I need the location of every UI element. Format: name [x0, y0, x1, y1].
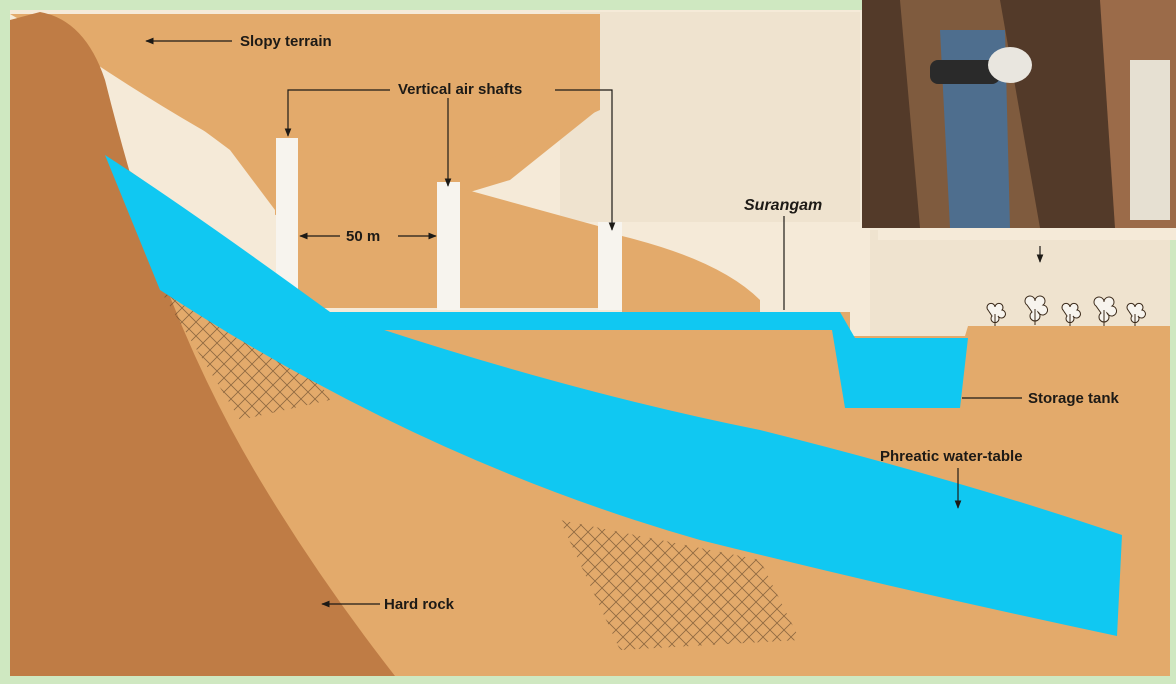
label-surangam: Surangam	[744, 197, 822, 214]
label-spacing: 50 m	[346, 228, 380, 245]
air-shaft-3	[598, 222, 622, 310]
tank-ground	[968, 326, 1170, 336]
label-hard-rock: Hard rock	[384, 596, 455, 613]
label-storage-tank: Storage tank	[1028, 390, 1120, 407]
label-vertical-air-shafts: Vertical air shafts	[398, 81, 522, 98]
inset-photo	[862, 0, 1176, 228]
inset-frame-bottom	[878, 228, 1176, 240]
air-shaft-2	[437, 182, 460, 310]
label-phreatic-water-table: Phreatic water-table	[880, 448, 1023, 465]
label-slopy-terrain: Slopy terrain	[240, 33, 332, 50]
